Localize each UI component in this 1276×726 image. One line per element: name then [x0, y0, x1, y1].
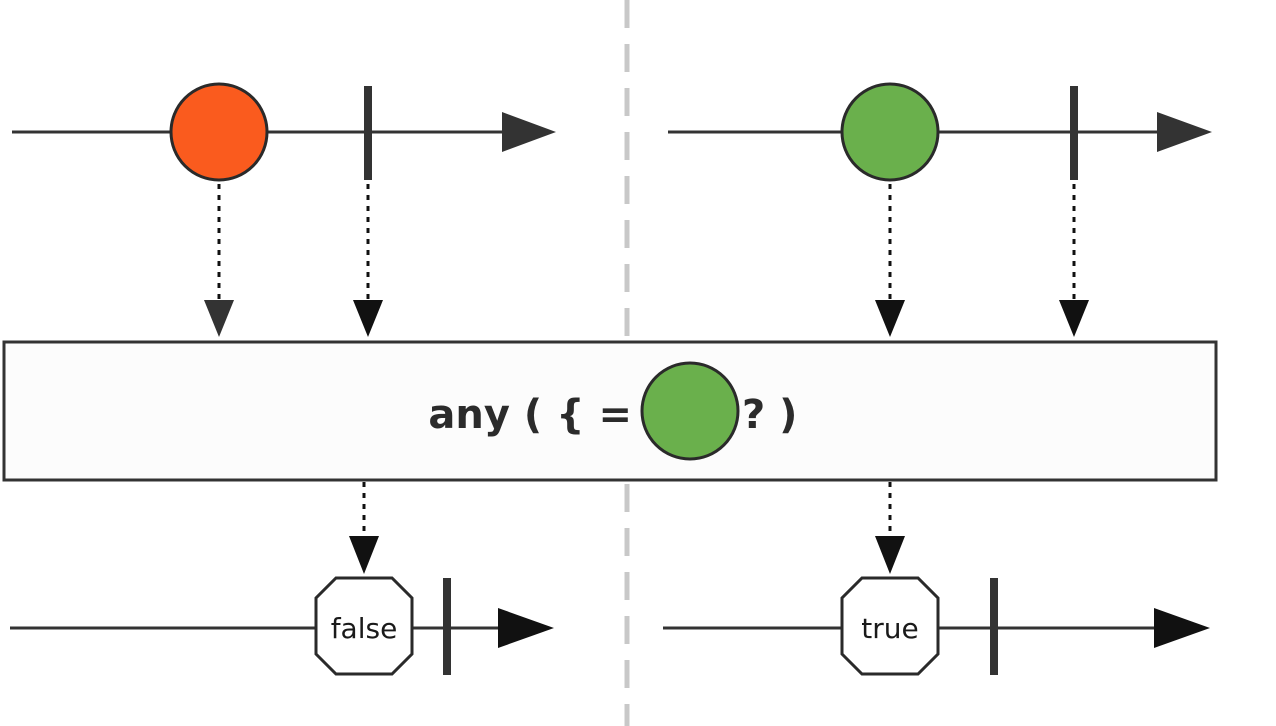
operator-suffix-text: ? ): [742, 392, 797, 438]
right-output-value-text: true: [861, 612, 918, 645]
left-output-value-octagon: [314, 576, 414, 676]
predicate-marble: [640, 361, 740, 461]
right-output-arrowhead: [1154, 608, 1210, 648]
right-output-value-octagon: [840, 576, 940, 676]
left-output-value-text: false: [331, 612, 398, 645]
left-output: false: [10, 576, 554, 676]
left-input-arrowhead: [502, 112, 556, 152]
right-completion-connector-arrowhead: [1059, 300, 1089, 337]
left-panel: [12, 82, 556, 337]
operator-box-frame: [2, 340, 1218, 482]
right-output: true: [663, 576, 1210, 676]
left-output-arrowhead: [498, 608, 554, 648]
left-completion-connector-arrowhead: [353, 300, 383, 337]
operator-prefix-text: any ( { =: [428, 392, 632, 438]
left-marble-connector-arrowhead: [204, 300, 234, 337]
right-marble-connector-arrowhead: [875, 300, 905, 337]
left-output-connector-arrowhead: [349, 536, 379, 574]
right-input-arrowhead: [1157, 112, 1212, 152]
operator-box: any ( { = ? ): [2, 340, 1218, 482]
right-output-connector-arrowhead: [875, 536, 905, 574]
right-input-marble: [840, 82, 940, 182]
left-input-marble: [169, 82, 269, 182]
right-panel: [668, 82, 1212, 337]
